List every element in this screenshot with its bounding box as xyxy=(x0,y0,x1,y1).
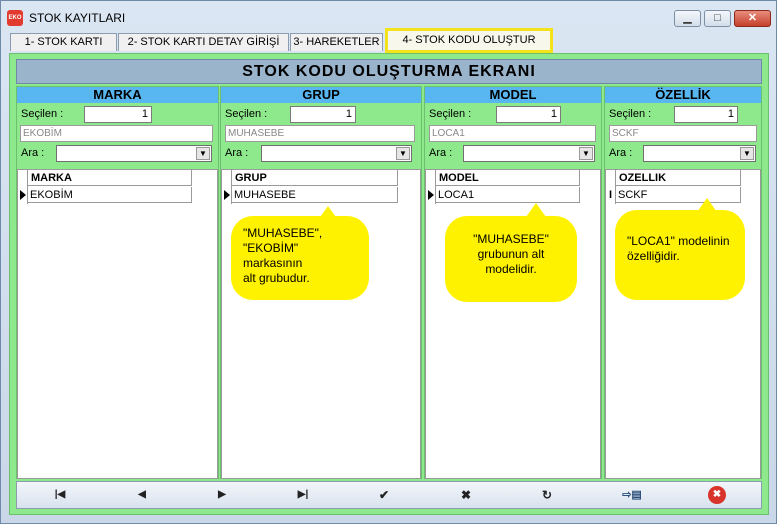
exit-button[interactable]: ✖ xyxy=(708,486,726,504)
table-row[interactable]: EKOBİM xyxy=(28,187,192,203)
chevron-down-icon[interactable]: ▼ xyxy=(396,147,410,160)
grid-indicator-header xyxy=(222,170,232,187)
last-record-button[interactable]: ▶| xyxy=(288,484,318,506)
refresh-icon: ↻ xyxy=(541,488,553,502)
minimize-button[interactable]: ▁ xyxy=(674,10,701,27)
model-search-combo[interactable]: ▼ xyxy=(463,145,595,162)
bubble-line: "LOCA1" modelinin xyxy=(627,234,730,248)
ozellik-secilen-label: Seçilen : xyxy=(609,108,652,120)
grid-indicator-header xyxy=(606,170,616,187)
export-button[interactable]: ⇨▤ xyxy=(614,484,650,506)
marka-selected-field[interactable]: EKOBİM xyxy=(20,125,213,142)
row-indicator xyxy=(18,187,28,204)
last-record-icon: ▶| xyxy=(297,489,309,500)
model-selected-field[interactable]: LOCA1 xyxy=(429,125,596,142)
ozellik-secilen-count: 1 xyxy=(674,106,738,123)
tab-stok-karti-detay[interactable]: 2- STOK KARTI DETAY GİRİŞİ xyxy=(118,33,289,51)
tab-stok-karti[interactable]: 1- STOK KARTI xyxy=(10,33,117,51)
tab-stok-kodu-olustur[interactable]: 4- STOK KODU OLUŞTUR xyxy=(385,28,553,53)
next-record-icon: ▶ xyxy=(218,489,226,500)
check-icon: ✔ xyxy=(378,488,390,502)
ozellik-search-combo[interactable]: ▼ xyxy=(643,145,756,162)
row-pointer-icon xyxy=(428,190,434,200)
row-indicator xyxy=(222,187,232,204)
ozellik-selected-field[interactable]: SCKF xyxy=(609,125,757,142)
app-icon: EKO xyxy=(7,10,23,26)
confirm-button[interactable]: ✔ xyxy=(369,484,399,506)
grid-indicator-header xyxy=(18,170,28,187)
model-column: MODEL Seçilen : 1 LOCA1 Ara : ▼ MODEL LO… xyxy=(424,86,602,479)
navigation-toolbar xyxy=(16,481,762,509)
bubble-line: "EKOBİM" markasının xyxy=(243,241,303,270)
maximize-icon: □ xyxy=(714,12,721,24)
grup-secilen-count: 1 xyxy=(290,106,356,123)
ozellik-ara-label: Ara : xyxy=(609,147,633,159)
close-circle-icon: ✖ xyxy=(712,489,722,500)
marka-secilen-count: 1 xyxy=(84,106,152,123)
grup-ara-label: Ara : xyxy=(225,147,249,159)
bubble-line: "MUHASEBE" xyxy=(473,232,549,246)
close-window-button[interactable]: ✕ xyxy=(734,10,771,27)
panel-title: STOK KODU OLUŞTURMA EKRANI xyxy=(16,59,762,84)
table-row[interactable]: LOCA1 xyxy=(436,187,580,203)
bubble-tail xyxy=(526,203,546,217)
model-ara-label: Ara : xyxy=(429,147,453,159)
bubble-tail xyxy=(697,198,717,212)
table-row[interactable]: MUHASEBE xyxy=(232,187,398,203)
grup-search-combo[interactable]: ▼ xyxy=(261,145,412,162)
marka-column: MARKA Seçilen : 1 EKOBİM Ara : ▼ MARKA E… xyxy=(16,86,219,479)
ozellik-header: ÖZELLİK xyxy=(605,87,761,103)
ozellik-note-bubble: "LOCA1" modelinin özelliğidir. xyxy=(615,210,745,300)
maximize-button[interactable]: □ xyxy=(704,10,731,27)
marka-header: MARKA xyxy=(17,87,218,103)
marka-search-combo[interactable]: ▼ xyxy=(56,145,212,162)
model-grid-header[interactable]: MODEL xyxy=(436,170,580,186)
refresh-button[interactable]: ↻ xyxy=(532,484,562,506)
grup-grid-header[interactable]: GRUP xyxy=(232,170,398,186)
row-indicator xyxy=(426,187,436,204)
marka-ara-label: Ara : xyxy=(21,147,45,159)
grup-note-bubble: "MUHASEBE", "EKOBİM" markasının alt grub… xyxy=(231,216,369,300)
grup-secilen-label: Seçilen : xyxy=(225,108,268,120)
prev-record-icon: ◀ xyxy=(138,489,146,500)
export-icon: ⇨▤ xyxy=(622,489,642,501)
model-secilen-count: 1 xyxy=(496,106,561,123)
row-pointer-icon xyxy=(224,190,230,200)
grup-header: GRUP xyxy=(221,87,421,103)
model-note-bubble: "MUHASEBE" grubunun alt modelidir. xyxy=(445,216,577,302)
ozellik-grid-header[interactable]: OZELLIK xyxy=(616,170,741,186)
marka-secilen-label: Seçilen : xyxy=(21,108,64,120)
tab-hareketler[interactable]: 3- HAREKETLER xyxy=(290,33,383,51)
cancel-button[interactable]: ✖ xyxy=(451,484,481,506)
bubble-line: grubunun alt xyxy=(477,247,545,261)
first-record-icon: |◀ xyxy=(54,489,66,500)
close-icon: ✕ xyxy=(747,12,758,24)
bubble-line: "MUHASEBE", xyxy=(243,226,323,240)
bubble-line: modelidir. xyxy=(485,262,537,276)
model-header: MODEL xyxy=(425,87,601,103)
first-record-button[interactable]: |◀ xyxy=(45,484,75,506)
marka-grid: MARKA EKOBİM xyxy=(17,169,218,479)
bubble-line: özelliğidir. xyxy=(627,249,680,263)
cross-icon: ✖ xyxy=(460,488,472,502)
next-record-button[interactable]: ▶ xyxy=(207,484,237,506)
table-row[interactable]: SCKF xyxy=(616,187,741,203)
row-edit-cursor-icon: I xyxy=(606,187,616,204)
chevron-down-icon[interactable]: ▼ xyxy=(740,147,754,160)
row-pointer-icon xyxy=(20,190,26,200)
model-secilen-label: Seçilen : xyxy=(429,108,472,120)
chevron-down-icon[interactable]: ▼ xyxy=(579,147,593,160)
bubble-line: alt grubudur. xyxy=(243,271,310,285)
window-title: STOK KAYITLARI xyxy=(29,11,126,25)
marka-grid-header[interactable]: MARKA xyxy=(28,170,192,186)
prev-record-button[interactable]: ◀ xyxy=(127,484,157,506)
grup-selected-field[interactable]: MUHASEBE xyxy=(225,125,415,142)
grid-indicator-header xyxy=(426,170,436,187)
minimize-icon: ▁ xyxy=(683,12,692,24)
chevron-down-icon[interactable]: ▼ xyxy=(196,147,210,160)
